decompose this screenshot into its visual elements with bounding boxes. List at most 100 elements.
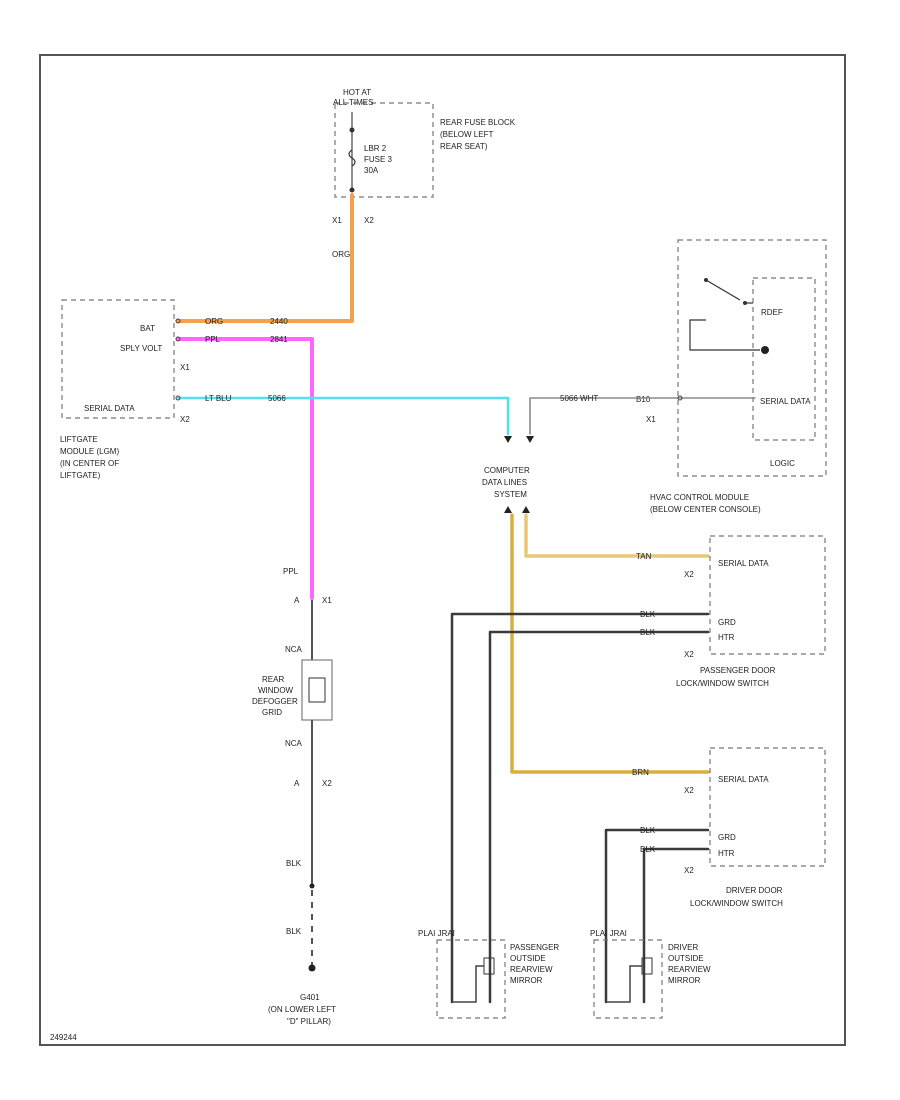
pass-mirror-name-4: MIRROR <box>510 976 543 985</box>
fuse-block-name-2: (BELOW LEFT <box>440 130 493 139</box>
pass-mirror-pins: PLAI JRAI <box>418 929 455 938</box>
pdl-switch-box <box>709 535 826 655</box>
ddl-htr-label: HTR <box>718 849 735 858</box>
pdl-name-1: PASSENGER DOOR <box>700 666 776 675</box>
ground-name-1: G401 <box>300 993 320 1002</box>
cdls-name-1: COMPUTER <box>484 466 530 475</box>
wire-brn-label: BRN <box>632 768 649 777</box>
wire-org-label: ORG <box>205 317 223 326</box>
logic-label: LOGIC <box>770 459 795 468</box>
ddl-serial-label: SERIAL DATA <box>718 775 769 784</box>
wire-black-pdl-grd <box>450 612 710 1004</box>
footer-code: 249244 <box>50 1033 77 1042</box>
defog-nca-bottom: NCA <box>285 739 303 748</box>
wire-cyan-serial <box>176 396 510 436</box>
pass-mirror-name-3: REARVIEW <box>510 965 553 974</box>
ground-name-3: "D" PILLAR) <box>287 1017 331 1026</box>
lgm-terminal-sply <box>175 336 181 342</box>
lgm-name-2: MODULE (LGM) <box>60 447 119 456</box>
wire-black-ddl-htr <box>642 847 710 1004</box>
ground-name-2: (ON LOWER LEFT <box>268 1005 336 1014</box>
drv-mirror-name-3: REARVIEW <box>668 965 711 974</box>
hvac-switch-arm <box>705 279 741 301</box>
cdls-arrow-right <box>526 436 534 443</box>
hvac-switch-pivot <box>704 278 708 282</box>
hvac-name-2: (BELOW CENTER CONSOLE) <box>650 505 761 514</box>
defog-pin-a-top: A <box>294 596 300 605</box>
ddl-name-1: DRIVER DOOR <box>726 886 783 895</box>
wire-blk-label-1: BLK <box>640 610 656 619</box>
drv-mirror-name-1: DRIVER <box>668 943 698 952</box>
drv-mirror-name-2: OUTSIDE <box>668 954 704 963</box>
wire-blk-label-4: BLK <box>640 845 656 854</box>
liftgate-module-box <box>61 299 175 419</box>
defog-name-1: REAR <box>262 675 284 684</box>
lgm-name-4: LIFTGATE) <box>60 471 101 480</box>
hvac-conn-label: X1 <box>646 415 656 424</box>
lgm-terminal-serial <box>175 395 181 401</box>
defog-pin-a-bottom: A <box>294 779 300 788</box>
pdl-serial-label: SERIAL DATA <box>718 559 769 568</box>
pass-mirror-loop <box>452 965 484 1003</box>
drv-mirror-loop <box>606 965 642 1003</box>
fuse-name-1: LBR 2 <box>364 144 387 153</box>
pass-mirror-name-1: PASSENGER <box>510 943 559 952</box>
bat-label: BAT <box>140 324 155 333</box>
wire-pink-sply <box>176 337 314 600</box>
hvac-serial-label: SERIAL DATA <box>760 397 811 406</box>
fuse-terminal-top <box>349 127 355 133</box>
lgm-name-1: LIFTGATE <box>60 435 98 444</box>
hvac-module-box <box>677 239 827 477</box>
wire-black-ddl-grd <box>604 828 710 1004</box>
wire-brown-ddl-serial <box>510 513 710 774</box>
ddl-switch-box <box>709 747 826 867</box>
defog-name-2: WINDOW <box>258 686 294 695</box>
hvac-name-1: HVAC CONTROL MODULE <box>650 493 749 502</box>
wire-wht-label: 5066 WHT <box>560 394 598 403</box>
wire-tan-pdl-serial <box>524 513 710 558</box>
lgm-terminal-bat <box>175 318 181 324</box>
hvac-inner-box <box>752 277 816 441</box>
ppl-label: PPL <box>283 567 299 576</box>
cdls-arrow-left <box>504 436 512 443</box>
defog-nca-top: NCA <box>285 645 303 654</box>
wire-ppl-num: 2841 <box>270 335 288 344</box>
wire-ltblu-label: LT BLU <box>205 394 232 403</box>
wire-ppl-label: PPL <box>205 335 221 344</box>
drv-mirror-name-4: MIRROR <box>668 976 701 985</box>
defog-conn-x1: X1 <box>322 596 332 605</box>
hvac-control-line <box>689 319 760 351</box>
hvac-terminal <box>677 395 683 401</box>
cdls-arrow-bottom-left <box>504 506 512 513</box>
wire-black-pdl-htr <box>488 630 710 1004</box>
ground-symbol <box>308 964 316 972</box>
ddl-name-2: LOCK/WINDOW SWITCH <box>690 899 783 908</box>
drv-mirror-pins: PLAI JRAI <box>590 929 627 938</box>
fuse-pin-x2: X2 <box>364 216 374 225</box>
wire-grey-hvac-serial <box>529 397 756 435</box>
fuse-symbol <box>348 149 356 167</box>
fuse-terminal-bottom <box>349 187 355 193</box>
pdl-grd-label: GRD <box>718 618 736 627</box>
rdef-label: RDEF <box>761 308 783 317</box>
cdls-arrow-bottom-right <box>522 506 530 513</box>
ddl-conn-bottom: X2 <box>684 866 694 875</box>
cdls-name-3: SYSTEM <box>494 490 527 499</box>
rear-fuse-block-box <box>334 102 434 198</box>
cdls-name-2: DATA LINES <box>482 478 527 487</box>
defogger-element <box>308 677 326 703</box>
defog-name-3: DEFOGGER <box>252 697 298 706</box>
hvac-logic-node <box>761 346 769 354</box>
pdl-conn-bottom: X2 <box>684 650 694 659</box>
wire-org-num: 2440 <box>270 317 288 326</box>
defog-blk-label-1: BLK <box>286 859 302 868</box>
lgm-name-3: (IN CENTER OF <box>60 459 119 468</box>
pdl-name-2: LOCK/WINDOW SWITCH <box>676 679 769 688</box>
lgm-pin-x2: X2 <box>180 415 190 424</box>
ddl-grd-label: GRD <box>718 833 736 842</box>
hvac-pin-label: B10 <box>636 395 651 404</box>
defog-conn-x2: X2 <box>322 779 332 788</box>
lgm-serial-data-label: SERIAL DATA <box>84 404 135 413</box>
wire-ltblu-num: 5066 <box>268 394 286 403</box>
